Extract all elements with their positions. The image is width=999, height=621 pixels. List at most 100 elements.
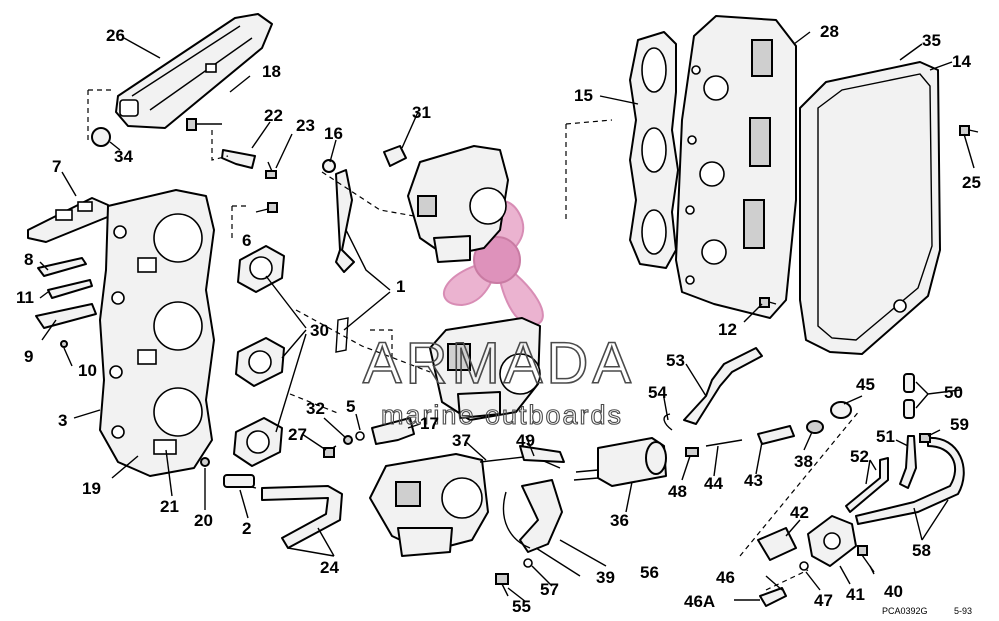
callout-40: 40	[884, 582, 903, 601]
reed-part-8	[37, 257, 87, 277]
reed-plate-part-9	[35, 303, 97, 329]
plug-part-31	[383, 145, 407, 167]
screw-part-10	[60, 340, 68, 348]
carburetor-upper	[407, 145, 509, 263]
hose-part-51	[899, 435, 917, 489]
callout-52: 52	[850, 447, 869, 466]
callout-45: 45	[856, 375, 875, 394]
callout-8: 8	[24, 250, 33, 269]
screw-part-23	[265, 161, 277, 179]
gasket-part-30	[233, 245, 285, 467]
callout-20: 20	[194, 511, 213, 530]
watermark-tagline: marine outboards	[381, 400, 623, 430]
callout-15: 15	[574, 86, 593, 105]
callout-18: 18	[262, 62, 281, 81]
screw-part-25	[959, 125, 979, 136]
callout-11: 11	[16, 288, 34, 307]
callout-9: 9	[24, 347, 33, 366]
callout-31: 31	[412, 103, 431, 122]
silencer-cover-part-26	[115, 13, 273, 129]
hose-part-52	[845, 457, 889, 513]
callout-7: 7	[52, 157, 61, 176]
fitting-part-50	[903, 373, 915, 393]
choke-solenoid-part-36	[573, 437, 667, 487]
hose-part-53	[683, 347, 763, 425]
callout-labels: 26 18 34 22 23 16 31 7 6 8 11 9 10 1 30 …	[16, 22, 981, 616]
reed-stop-part-11	[47, 279, 93, 299]
watermark-brand: ARMADA	[363, 331, 635, 396]
callout-49: 49	[516, 431, 535, 450]
callout-26: 26	[106, 26, 125, 45]
plug-part-34	[91, 127, 111, 147]
callout-17: 17	[420, 414, 439, 433]
callout-42: 42	[790, 503, 809, 522]
callout-44: 44	[704, 474, 723, 493]
screw-part-6	[255, 202, 278, 213]
callout-55: 55	[512, 597, 531, 616]
fitting-part-50b	[903, 399, 915, 419]
sleeve-part-43	[757, 425, 795, 445]
callout-41: 41	[846, 585, 865, 604]
callout-56: 56	[640, 563, 659, 582]
callout-46: 46	[716, 568, 735, 587]
screw-part-18	[186, 118, 222, 131]
callout-1: 1	[396, 277, 405, 296]
callout-43: 43	[744, 471, 763, 490]
carburetor-lower	[369, 453, 489, 557]
callout-59: 59	[950, 415, 969, 434]
hose-part-58	[855, 436, 965, 525]
washer-part-5	[355, 431, 365, 441]
fuel-pump-part-41	[807, 515, 857, 567]
clamp-part-54	[663, 413, 673, 431]
callout-2: 2	[242, 519, 251, 538]
carburetor-middle	[429, 317, 541, 421]
fitting-part-16	[322, 159, 336, 173]
callout-10: 10	[78, 361, 97, 380]
wire-part-39	[502, 491, 531, 549]
callout-14: 14	[952, 52, 971, 71]
callout-32: 32	[306, 399, 325, 418]
callout-12: 12	[718, 320, 737, 339]
nut-part-45	[830, 401, 852, 419]
date-code: 5-93	[954, 606, 972, 616]
linkage-rod-part-1	[335, 169, 355, 353]
callout-53: 53	[666, 351, 685, 370]
callout-58: 58	[912, 541, 931, 560]
callout-57: 57	[540, 580, 559, 599]
callout-5: 5	[346, 397, 355, 416]
fitting-part-59	[919, 433, 931, 443]
leader-lines	[39, 31, 975, 603]
callout-35: 35	[922, 31, 941, 50]
spring-part-48	[685, 447, 699, 457]
callout-21: 21	[160, 497, 179, 516]
callout-48: 48	[668, 482, 687, 501]
o-ring-part-47	[799, 561, 809, 571]
callout-51: 51	[876, 427, 895, 446]
intake-manifold-part-3	[99, 189, 215, 477]
spring-part-38	[806, 420, 824, 434]
callout-22: 22	[264, 106, 283, 125]
hose-part-24	[261, 485, 343, 549]
alignment-lines	[87, 89, 861, 591]
callout-36: 36	[610, 511, 629, 530]
callout-27: 27	[288, 425, 307, 444]
drawing-code: PCA0392G	[882, 606, 928, 616]
throttle-lever-part-17	[371, 417, 415, 445]
screw-part-55	[495, 573, 509, 597]
pump-cover-part-42	[757, 527, 797, 561]
callout-34: 34	[114, 147, 133, 166]
gasket-part-15	[629, 31, 679, 269]
dowel-part-20	[200, 457, 210, 467]
callout-28: 28	[820, 22, 839, 41]
callout-30: 30	[310, 321, 329, 340]
callout-50: 50	[944, 383, 963, 402]
outer-cover-part-14	[799, 61, 941, 355]
callout-39: 39	[596, 568, 615, 587]
callout-54: 54	[648, 383, 667, 402]
callout-25: 25	[962, 173, 981, 192]
nut-part-57	[523, 558, 533, 568]
exhaust-cover-part-28	[675, 15, 797, 319]
callout-47: 47	[814, 591, 833, 610]
fitting-part-46	[759, 587, 787, 607]
